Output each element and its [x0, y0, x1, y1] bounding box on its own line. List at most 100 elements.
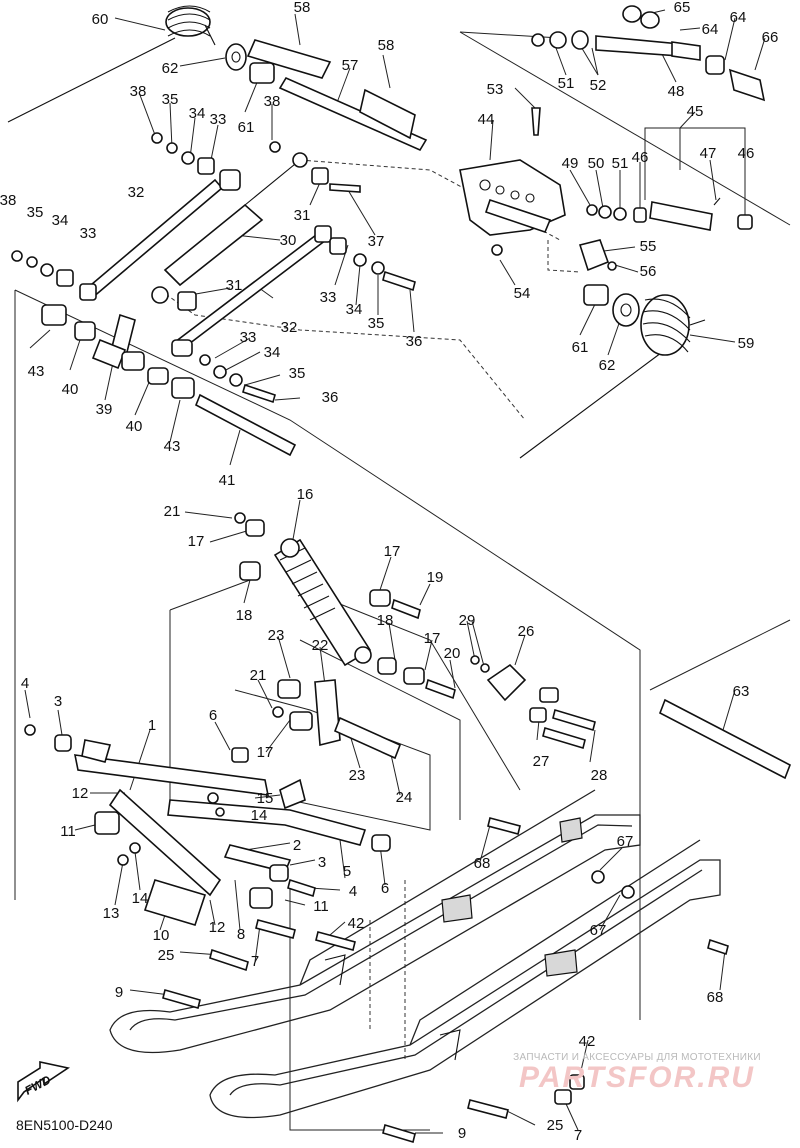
- callout-46: 46: [632, 149, 649, 166]
- callout-52: 52: [590, 77, 607, 94]
- callout-14: 14: [251, 807, 268, 824]
- drawing-code: 8EN5100-D240: [16, 1117, 113, 1133]
- callout-67: 67: [617, 833, 634, 850]
- callout-58: 58: [378, 37, 395, 54]
- callout-40: 40: [126, 418, 143, 435]
- callout-6: 6: [381, 880, 389, 897]
- callout-35: 35: [162, 91, 179, 108]
- callout-47: 47: [700, 145, 717, 162]
- fwd-arrow: FWD: [10, 1060, 72, 1111]
- callout-30: 30: [280, 232, 297, 249]
- callout-16: 16: [297, 486, 314, 503]
- callout-38: 38: [0, 192, 16, 209]
- bracket-26: [470, 655, 596, 750]
- cross-shaft-41: [41, 304, 297, 457]
- shaft-45: [586, 197, 753, 231]
- callout-42: 42: [348, 915, 365, 932]
- callout-65: 65: [674, 0, 691, 16]
- callout-40: 40: [62, 381, 79, 398]
- shock-absorber-16: [234, 512, 456, 700]
- callout-66: 66: [762, 29, 779, 46]
- callout-31: 31: [294, 207, 311, 224]
- callout-34: 34: [52, 212, 69, 229]
- shaft-57: [246, 39, 428, 152]
- callout-39: 39: [96, 401, 113, 418]
- callout-63: 63: [733, 683, 750, 700]
- callout-43: 43: [28, 363, 45, 380]
- damper-30: [151, 152, 308, 304]
- callout-36: 36: [406, 333, 423, 350]
- watermark-subtitle: ЗАПЧАСТИ И АКСЕССУАРЫ ДЛЯ МОТОТЕХНИКИ: [513, 1052, 761, 1063]
- callout-51: 51: [558, 75, 575, 92]
- front-arm-1: [24, 724, 391, 926]
- callout-13: 13: [103, 905, 120, 922]
- callout-59: 59: [738, 335, 755, 352]
- callout-12: 12: [72, 785, 89, 802]
- callout-1: 1: [148, 717, 156, 734]
- callout-62: 62: [599, 357, 616, 374]
- link-rods-32: [79, 169, 328, 352]
- callout-33: 33: [210, 111, 227, 128]
- spring-right: [519, 294, 706, 459]
- callout-11: 11: [60, 823, 76, 840]
- callout-12: 12: [209, 919, 226, 936]
- callout-29: 29: [459, 612, 476, 629]
- callout-23: 23: [349, 767, 366, 784]
- spring-left: [7, 5, 216, 123]
- callout-37: 37: [368, 233, 385, 250]
- callout-67: 67: [590, 922, 607, 939]
- callout-34: 34: [189, 105, 206, 122]
- slide-rails: [109, 789, 729, 1144]
- washers-62: [225, 43, 640, 327]
- callout-6: 6: [209, 707, 217, 724]
- callout-35: 35: [27, 204, 44, 221]
- callout-45: 45: [687, 103, 704, 120]
- callout-33: 33: [80, 225, 97, 242]
- callout-7: 7: [251, 953, 259, 970]
- rocker-55: [491, 239, 617, 272]
- callout-42: 42: [579, 1033, 596, 1050]
- callout-21: 21: [164, 503, 181, 520]
- callout-14: 14: [132, 890, 149, 907]
- callout-34: 34: [346, 301, 363, 318]
- callout-34: 34: [264, 344, 281, 361]
- callout-19: 19: [427, 569, 444, 586]
- callout-61: 61: [238, 119, 255, 136]
- callout-17: 17: [384, 543, 401, 560]
- callout-18: 18: [377, 612, 394, 629]
- callout-28: 28: [591, 767, 608, 784]
- callout-7: 7: [574, 1127, 582, 1143]
- callout-68: 68: [707, 989, 724, 1006]
- callout-57: 57: [342, 57, 359, 74]
- callout-64: 64: [730, 9, 747, 26]
- callout-10: 10: [153, 927, 170, 944]
- callout-17: 17: [424, 630, 441, 647]
- callout-2: 2: [293, 837, 301, 854]
- callout-60: 60: [92, 11, 109, 28]
- callout-62: 62: [162, 60, 179, 77]
- callout-44: 44: [478, 111, 495, 128]
- callout-38: 38: [264, 93, 281, 110]
- callout-53: 53: [487, 81, 504, 98]
- callout-46: 46: [738, 145, 755, 162]
- callout-8: 8: [237, 926, 245, 943]
- callout-3: 3: [318, 854, 326, 871]
- callout-3: 3: [54, 693, 62, 710]
- callout-49: 49: [562, 155, 579, 172]
- callout-17: 17: [188, 533, 205, 550]
- callout-23: 23: [268, 627, 285, 644]
- callout-51: 51: [612, 155, 629, 172]
- callout-56: 56: [640, 263, 657, 280]
- callout-38: 38: [130, 83, 147, 100]
- callout-43: 43: [164, 438, 181, 455]
- callout-27: 27: [533, 753, 550, 770]
- callout-55: 55: [640, 238, 657, 255]
- callout-11: 11: [313, 898, 329, 915]
- callout-15: 15: [257, 790, 274, 807]
- callout-26: 26: [518, 623, 535, 640]
- callout-18: 18: [236, 607, 253, 624]
- callout-9: 9: [115, 984, 123, 1001]
